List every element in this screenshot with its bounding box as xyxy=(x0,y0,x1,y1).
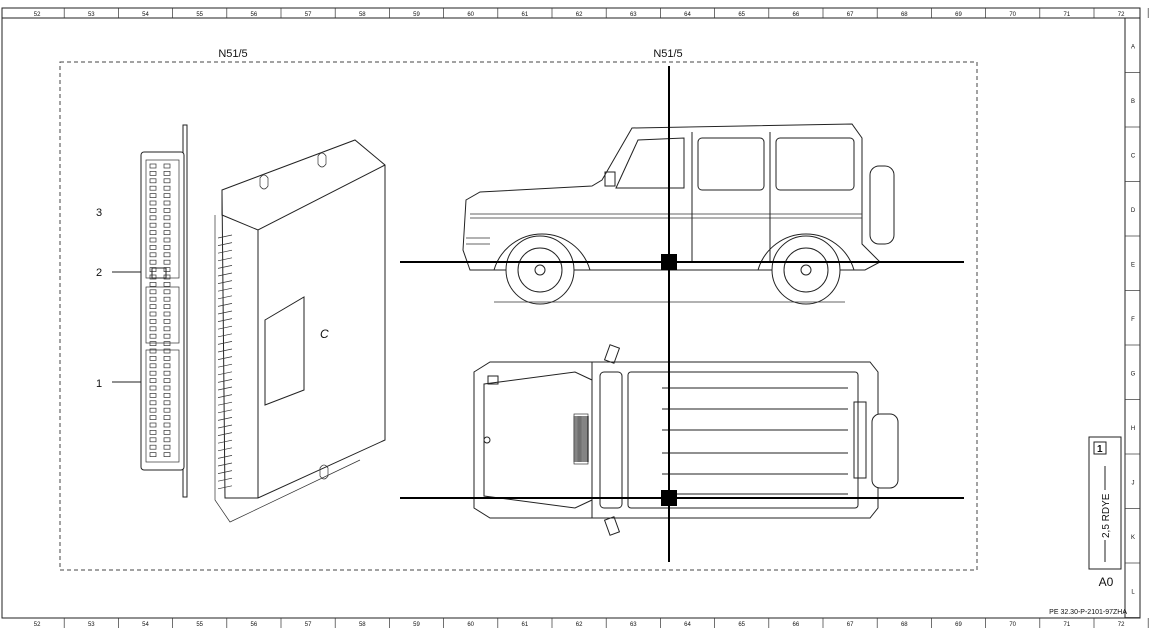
column-label: 69 xyxy=(955,12,962,18)
column-label: 72 xyxy=(1118,12,1125,18)
unit-mark: C xyxy=(320,327,329,341)
column-label: 59 xyxy=(413,12,420,18)
component-label-right: N51/5 xyxy=(653,48,682,60)
column-label: 55 xyxy=(196,622,203,628)
row-label: A xyxy=(1131,44,1135,50)
vehicle-side-view xyxy=(462,123,895,305)
location-marker-side-view xyxy=(661,254,677,270)
column-label: 63 xyxy=(630,12,637,18)
row-label: K xyxy=(1131,535,1135,541)
component-boundary xyxy=(59,61,978,571)
column-label: 68 xyxy=(901,622,908,628)
callout-1: 1 xyxy=(96,378,102,390)
location-marker-top-view xyxy=(661,490,677,506)
wire-legend: 1 2,5 RDYE A0 xyxy=(1088,436,1122,589)
column-label: 68 xyxy=(901,12,908,18)
column-scale-bottom: 52 53 54 55 56 57 58 59 60 61 62 63 64 65 66 67 68 69 70 71… xyxy=(34,618,1149,628)
column-label: 57 xyxy=(305,622,312,628)
column-label: 58 xyxy=(359,12,366,18)
column-label: 62 xyxy=(576,12,583,18)
callout-2: 2 xyxy=(96,267,102,279)
column-label: 54 xyxy=(142,12,149,18)
drawing-number: PE 32.30-P-2101-97ZHA xyxy=(1049,609,1127,616)
column-label: 70 xyxy=(1009,12,1016,18)
column-label: 71 xyxy=(1064,12,1071,18)
column-label: 65 xyxy=(738,622,745,628)
column-label: 63 xyxy=(630,622,637,628)
legend-code: A0 xyxy=(1099,575,1114,589)
info-icon-text: 1 xyxy=(1097,444,1103,455)
row-scale-right: A B C D E F G H J K L xyxy=(1125,44,1140,618)
callout-3: 3 xyxy=(96,207,102,219)
info-icon xyxy=(1093,441,1107,455)
control-unit-3d-view: C xyxy=(214,139,386,523)
column-label: 64 xyxy=(684,622,691,628)
vehicle-top-view xyxy=(473,344,899,536)
column-label: 59 xyxy=(413,622,420,628)
column-label: 69 xyxy=(955,622,962,628)
row-label: F xyxy=(1131,317,1135,323)
row-label: H xyxy=(1131,426,1135,432)
column-label: 60 xyxy=(467,622,474,628)
column-label: 70 xyxy=(1009,622,1016,628)
column-label: 58 xyxy=(359,622,366,628)
row-label: G xyxy=(1131,371,1136,377)
column-label: 53 xyxy=(88,12,95,18)
wire-label: 2,5 RDYE xyxy=(1101,493,1112,538)
row-label: B xyxy=(1131,99,1135,105)
row-label: L xyxy=(1131,589,1135,595)
row-label: D xyxy=(1131,208,1136,214)
row-label: C xyxy=(1131,153,1136,159)
location-crosshairs xyxy=(400,66,964,562)
column-label: 64 xyxy=(684,12,691,18)
column-label: 65 xyxy=(738,12,745,18)
component-label-left: N51/5 xyxy=(218,48,247,60)
column-label: 66 xyxy=(793,12,800,18)
column-label: 57 xyxy=(305,12,312,18)
column-label: 55 xyxy=(196,12,203,18)
column-label: 52 xyxy=(34,12,41,18)
column-label: 71 xyxy=(1064,622,1071,628)
column-label: 62 xyxy=(576,622,583,628)
column-label: 60 xyxy=(467,12,474,18)
row-label: E xyxy=(1131,262,1135,268)
column-label: 67 xyxy=(847,622,854,628)
column-label: 54 xyxy=(142,622,149,628)
column-label: 56 xyxy=(251,622,258,628)
row-label: J xyxy=(1132,480,1135,486)
column-label: 53 xyxy=(88,622,95,628)
column-label: 56 xyxy=(251,12,258,18)
column-scale-top: 52 53 54 55 56 57 58 59 60 61 62 63 64 65 66 67 68 69 70 71… xyxy=(34,8,1149,18)
column-label: 72 xyxy=(1118,622,1125,628)
column-label: 52 xyxy=(34,622,41,628)
column-label: 67 xyxy=(847,12,854,18)
column-label: 61 xyxy=(522,12,529,18)
column-label: 66 xyxy=(793,622,800,628)
column-label: 61 xyxy=(522,622,529,628)
control-unit-side-view xyxy=(140,124,188,498)
